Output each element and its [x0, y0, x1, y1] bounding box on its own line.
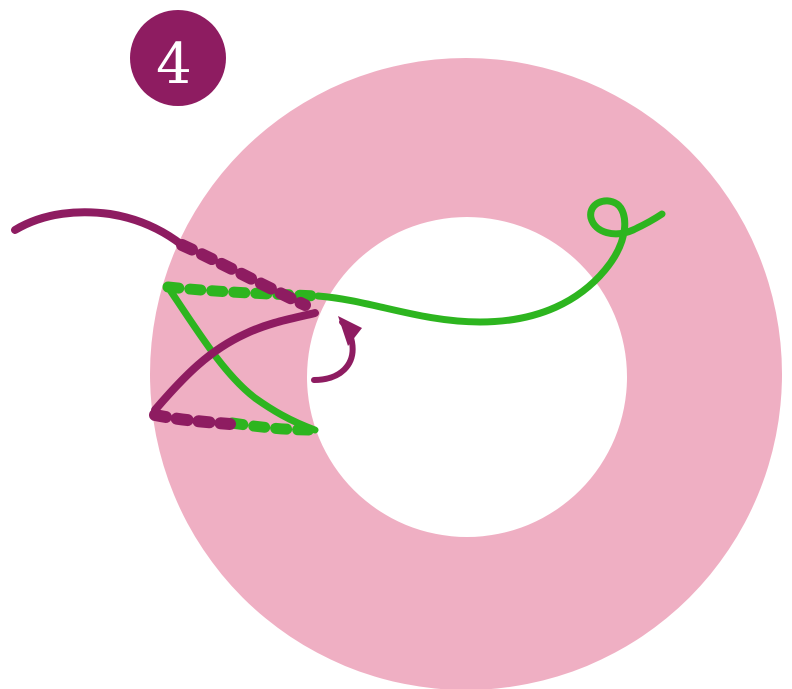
curved-arrow-head [338, 316, 362, 346]
ring [150, 58, 782, 689]
curved-arrow-icon [314, 316, 362, 380]
step-number: 4 [156, 32, 192, 97]
purple-strand-start [15, 212, 182, 245]
step-badge: 4 [130, 10, 226, 106]
